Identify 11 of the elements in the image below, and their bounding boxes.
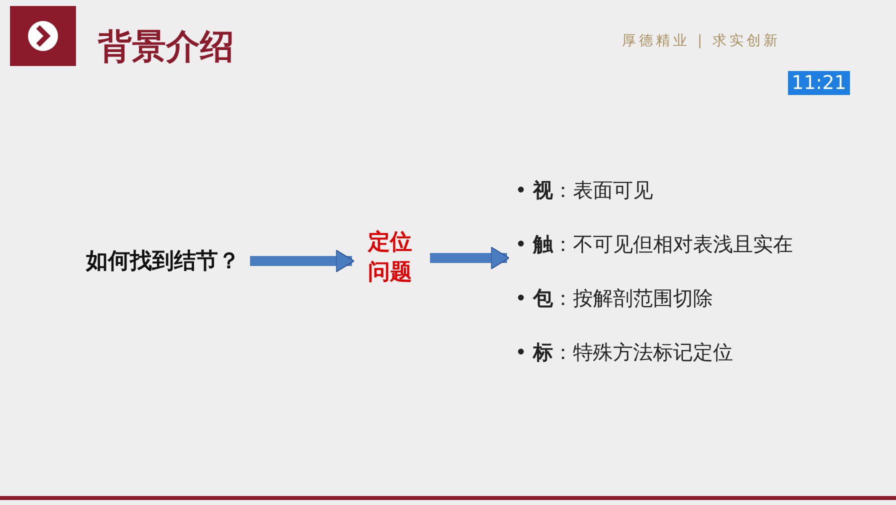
list-item: • 触：不可见但相对表浅且实在 [515,231,794,258]
list-item: • 包：按解剖范围切除 [515,285,714,312]
list-item: • 视：表面可见 [515,177,654,204]
list-item: • 标：特殊方法标记定位 [515,339,734,366]
motto-text: 厚德精业 | 求实创新 [622,32,781,50]
block-arrow [430,246,510,270]
block-arrow [250,250,354,272]
slide-title: 背景介绍 [98,26,234,69]
question-text: 如何找到结节？ [86,246,240,276]
timestamp: 11:21 [788,71,850,95]
topic-text: 定位问题 [360,228,420,288]
